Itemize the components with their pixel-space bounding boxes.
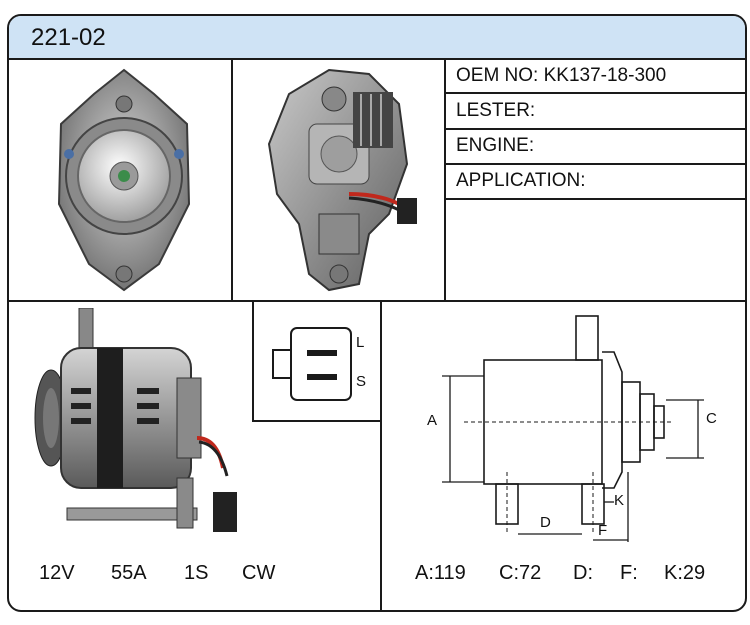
dimension-drawing [442,315,704,542]
dim-k-label: K [614,492,625,509]
alternator-front-photo [57,68,191,292]
divider [380,302,382,610]
dim-a-value: A:119 [415,562,466,584]
spec-rotation: CW [242,562,276,584]
engine-field: ENGINE: [456,135,535,156]
pin-s-label: S [356,373,367,390]
dim-d-label: D [540,514,551,531]
header-bar: 221-02 [9,16,745,60]
dim-a-label: A [427,412,438,429]
divider [9,300,745,302]
divider [231,58,233,300]
connector-diagram [272,327,352,401]
dim-d-value: D: [573,562,593,584]
spec-groove: 1S [184,562,209,584]
dim-f-value: F: [620,562,638,584]
dim-f-label: F [598,522,608,539]
pin-l-label: L [356,334,365,351]
spec-amperage: 55A [111,562,147,584]
divider [444,58,446,300]
application-field: APPLICATION: [456,170,586,191]
divider [444,92,745,94]
alternator-rear-photo [267,68,417,292]
dim-k-value: K:29 [664,562,706,584]
dim-c-label: C [706,410,717,427]
part-code: 221-02 [31,24,106,51]
product-sheet: 221-02 OEM NO: KK137-18-300 LESTER: ENGI… [7,14,747,612]
lester-field: LESTER: [456,100,536,121]
divider [444,128,745,130]
divider [444,198,745,200]
divider [444,163,745,165]
divider [252,420,382,422]
dim-c-value: C:72 [499,562,542,584]
divider [252,302,254,422]
oem-number: OEM NO: KK137-18-300 [456,65,667,86]
alternator-side-photo [34,308,237,532]
spec-voltage: 12V [39,562,75,584]
